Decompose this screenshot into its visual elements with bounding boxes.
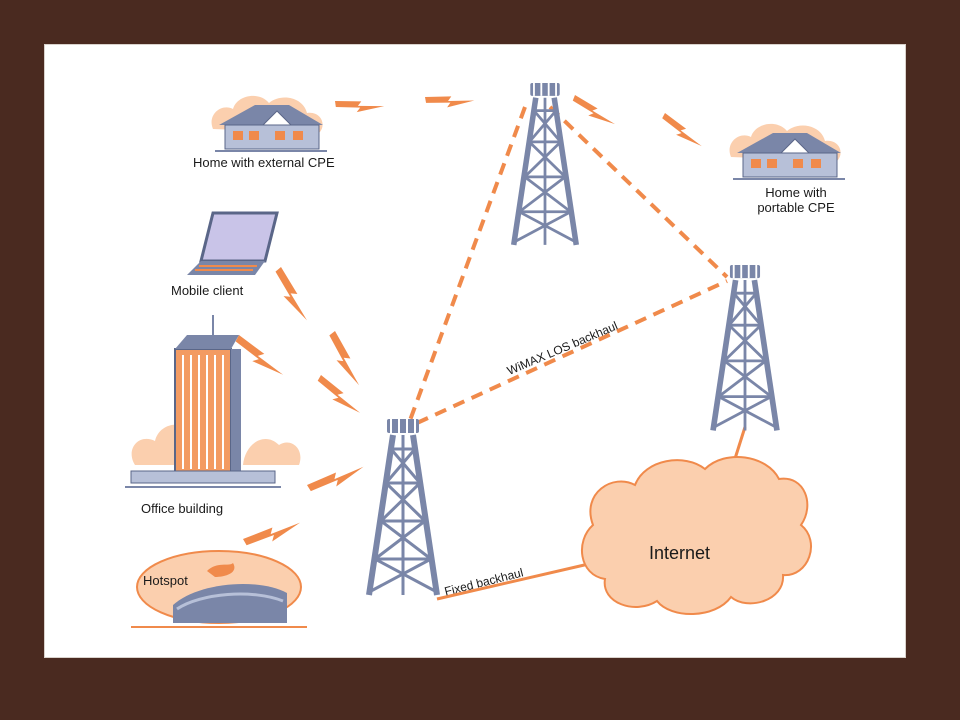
cloud-icon [580,455,812,615]
lightning-bolt-icon [569,95,620,126]
laptop-icon [187,211,279,275]
house-icon [210,94,328,152]
office-building-icon [125,315,301,488]
lightning-bolt-icon [321,331,371,387]
lightning-bolt-icon [243,510,302,554]
lightning-bolt-icon [658,113,708,148]
diagram-canvas: Home with external CPE Home with portabl… [44,44,906,658]
fixed-backhaul-line [436,561,594,601]
tower-icon [713,265,777,430]
wimax-los-links [407,105,729,425]
label-home-portable-line2: portable CPE [757,200,835,215]
lightning-bolt-icon [313,375,367,415]
label-internet: Internet [649,543,711,563]
label-mobile-client: Mobile client [171,283,244,298]
lightning-bolt-icon [307,454,365,500]
house-icon [728,122,846,180]
label-hotspot: Hotspot [143,573,188,588]
label-home-external: Home with external CPE [193,155,335,170]
label-home-portable: Home with portable CPE [741,185,851,215]
label-office-building: Office building [141,501,224,516]
label-home-portable-line1: Home with [765,185,827,200]
lightning-bolt-icon [335,94,385,115]
tower-icon [369,419,437,595]
lightning-bolt-icon [268,267,319,322]
hotspot-icon [131,550,307,628]
lightning-bolt-icon [425,88,475,111]
